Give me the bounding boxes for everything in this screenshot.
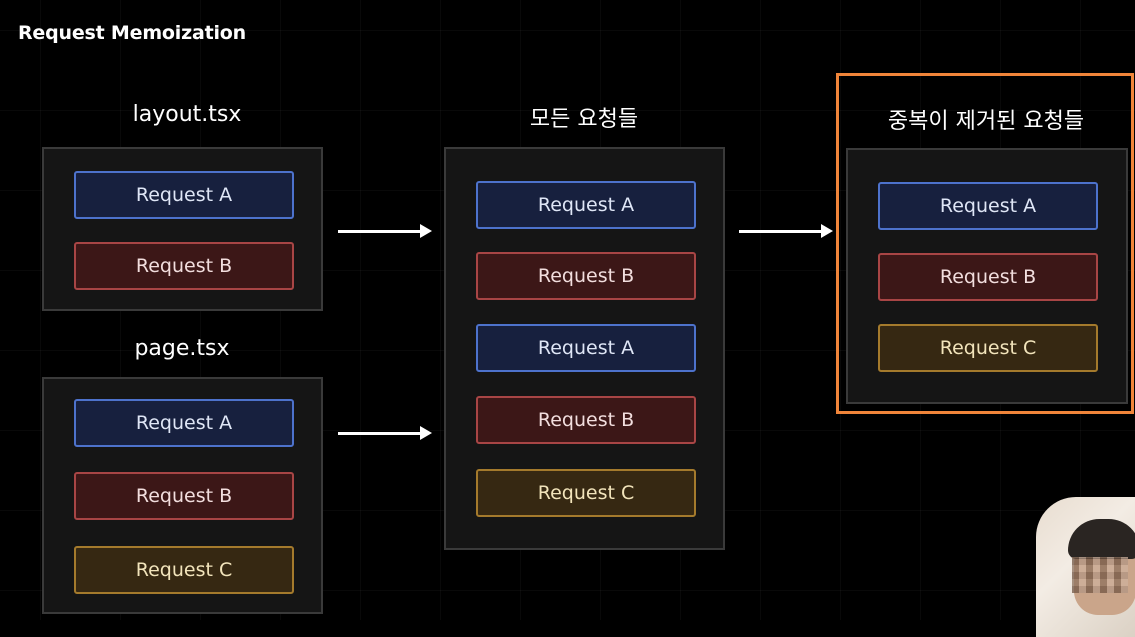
deduped-highlight-box [836,73,1134,414]
deduped-requests-label: 중복이 제거된 요청들 [887,109,1085,134]
page-request-c: Request C [74,546,294,594]
all-request-a-1: Request A [476,181,696,229]
layout-tsx-panel: Request A Request B [42,147,323,311]
all-request-c: Request C [476,469,696,517]
arrow-all-to-deduped [739,224,833,238]
all-requests-label: 모든 요청들 [529,107,639,132]
deduped-request-a: Request A [878,182,1098,230]
arrow-page-to-all [338,426,432,440]
deduped-request-c: Request C [878,324,1098,372]
deduped-request-b: Request B [878,253,1098,301]
page-tsx-label: page.tsx [134,336,230,361]
deduped-requests-panel: Request A Request B Request C [846,148,1128,404]
slide-title: Request Memoization [18,22,246,44]
all-requests-panel: Request A Request B Request A Request B … [444,147,725,550]
page-tsx-panel: Request A Request B Request C [42,377,323,614]
all-request-b-1: Request B [476,252,696,300]
layout-request-b: Request B [74,242,294,290]
layout-request-a: Request A [74,171,294,219]
page-request-b: Request B [74,472,294,520]
all-request-a-2: Request A [476,324,696,372]
arrow-layout-to-all [338,224,432,238]
layout-tsx-label: layout.tsx [132,102,242,127]
page-request-a: Request A [74,399,294,447]
presenter-webcam [1036,497,1135,637]
all-request-b-2: Request B [476,396,696,444]
